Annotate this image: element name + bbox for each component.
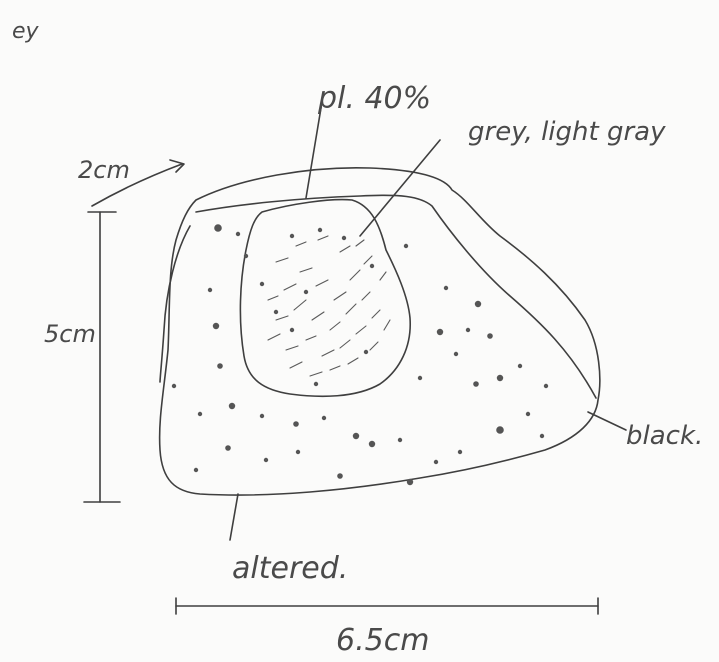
groundmass-dot-27 (418, 376, 422, 380)
core-dash-25 (318, 236, 328, 240)
groundmass-dot-26 (454, 352, 458, 356)
groundmass-dot-24 (497, 375, 503, 381)
core-dash-14 (306, 336, 316, 340)
core-dash-10 (346, 304, 356, 314)
groundmass-dot-36 (407, 479, 413, 485)
groundmass-dot-33 (404, 244, 408, 248)
width-arrow-label: 2cm (78, 156, 130, 184)
black-zone-label: black. (626, 421, 703, 451)
height-label: 5cm (44, 320, 96, 348)
core-dash-19 (290, 362, 302, 368)
groundmass-dot-4 (213, 323, 219, 329)
groundmass-dot-0 (215, 225, 221, 231)
core-dash-15 (322, 350, 334, 356)
core-dash-2 (300, 268, 312, 272)
groundmass-dot-1 (236, 232, 240, 236)
groundmass-dot-14 (296, 450, 300, 454)
altered-leader (230, 494, 238, 540)
groundmass-dot-10 (294, 422, 298, 426)
core-dash-12 (268, 334, 280, 340)
core-dash-21 (330, 366, 340, 370)
core-dot-8 (364, 350, 368, 354)
core-dash-16 (340, 340, 350, 348)
plagioclase-leader (306, 102, 322, 198)
core-dash-27 (356, 240, 364, 246)
groundmass-dot-19 (458, 450, 462, 454)
core-dash-30 (384, 320, 390, 330)
core-dash-28 (364, 256, 372, 264)
core-dash-17 (356, 326, 366, 334)
core-dash-29 (380, 272, 386, 280)
groundmass-dot-11 (322, 416, 326, 420)
core-dash-24 (296, 242, 306, 246)
groundmass-dot-35 (226, 446, 230, 450)
groundmass-dot-8 (229, 403, 235, 409)
core-dash-11 (362, 292, 370, 300)
black-leader (588, 412, 626, 430)
groundmass-dot-20 (497, 427, 503, 433)
core-dash-0 (268, 296, 278, 300)
core-texture (260, 228, 390, 386)
altered-label: altered. (232, 551, 348, 586)
core-dash-4 (334, 292, 346, 300)
outer-boundary (160, 168, 600, 495)
groundmass-dot-22 (544, 384, 548, 388)
groundmass-dot-12 (353, 433, 359, 439)
core-dash-22 (348, 358, 358, 364)
groundmass-dot-15 (338, 474, 342, 478)
groundmass-dot-34 (194, 468, 198, 472)
groundmass-dot-32 (475, 301, 481, 307)
groundmass-dot-9 (260, 414, 264, 418)
core-dot-5 (304, 290, 308, 294)
groundmass-dot-28 (437, 329, 443, 335)
core-dot-4 (260, 282, 264, 286)
groundmass-dot-21 (526, 412, 530, 416)
groundmass-dots (172, 225, 548, 485)
groundmass-dot-29 (466, 328, 470, 332)
core-dash-13 (286, 346, 298, 350)
core-dash-26 (340, 246, 350, 252)
core-dot-0 (290, 234, 294, 238)
groundmass-dot-7 (198, 412, 202, 416)
core-dash-6 (276, 316, 288, 320)
groundmass-dot-13 (264, 458, 268, 462)
rim-left-arc (160, 226, 190, 382)
groundmass-dot-23 (518, 364, 522, 368)
groundmass-dot-31 (444, 286, 448, 290)
inner-color-label: grey, light gray (468, 117, 666, 147)
core-dot-2 (342, 236, 346, 240)
groundmass-dot-6 (172, 384, 176, 388)
plagioclase-label: pl. 40% (317, 81, 431, 116)
groundmass-dot-30 (488, 334, 492, 338)
groundmass-dot-37 (540, 434, 544, 438)
core-dash-9 (330, 322, 340, 330)
base-width-label: 6.5cm (336, 623, 429, 658)
core-dash-5 (350, 270, 360, 280)
core-dash-7 (294, 300, 306, 310)
groundmass-dot-5 (218, 364, 222, 368)
groundmass-dot-18 (434, 460, 438, 464)
core-dot-9 (314, 382, 318, 386)
core-dot-3 (370, 264, 374, 268)
core-dash-1 (284, 284, 296, 290)
groundmass-dot-17 (398, 438, 402, 442)
core-dot-6 (274, 310, 278, 314)
corner-text: ey (12, 19, 40, 44)
groundmass-dot-3 (208, 288, 212, 292)
inner-color-leader (360, 140, 440, 236)
core-dash-20 (310, 372, 322, 376)
plagioclase-core (240, 200, 410, 397)
core-dash-31 (370, 342, 378, 350)
core-dot-1 (318, 228, 322, 232)
core-dot-7 (290, 328, 294, 332)
groundmass-dot-2 (244, 254, 248, 258)
core-dash-8 (312, 312, 324, 320)
groundmass-dot-25 (474, 382, 478, 386)
core-dash-18 (372, 310, 380, 318)
core-dash-3 (316, 280, 328, 286)
core-dash-23 (276, 258, 288, 262)
groundmass-dot-16 (369, 441, 375, 447)
